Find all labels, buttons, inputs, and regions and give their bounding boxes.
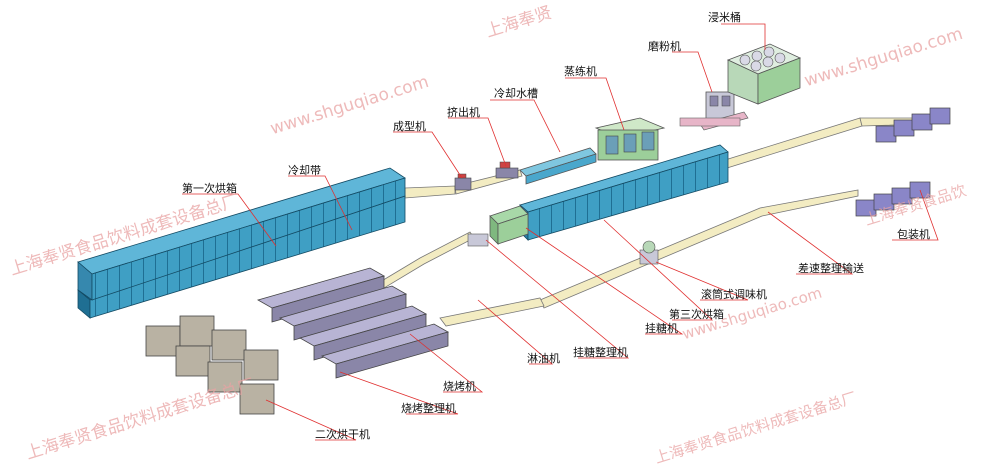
packing-machines-upper: [875, 107, 951, 143]
sugar-finishing-machine: [467, 233, 489, 247]
label-drum-seasoning: 滚筒式调味机: [701, 288, 767, 301]
label-oil-spray: 淋油机: [527, 352, 560, 365]
label-sugar-hanging: 挂糖机: [645, 322, 678, 335]
label-diff-speed-conveyor: 差速整理输送: [798, 262, 864, 275]
label-roaster: 烧烤机: [443, 380, 476, 393]
drum-seasoning-machine: [639, 240, 659, 265]
label-roast-finishing: 烧烤整理机: [401, 402, 456, 415]
label-grinder: 磨粉机: [648, 40, 681, 53]
label-first-oven: 第一次烘箱: [182, 182, 237, 195]
label-soak-bucket: 浸米桶: [708, 11, 741, 24]
roaster-machines: [256, 267, 450, 379]
steam-refiner: [594, 117, 666, 161]
label-second-dryer: 二次烘干机: [315, 428, 370, 441]
label-third-oven: 第三次烘箱: [669, 308, 724, 321]
label-sugar-finishing: 挂糖整理机: [573, 346, 628, 359]
label-steam-refiner: 蒸练机: [564, 65, 597, 78]
soak-bucket: [726, 43, 802, 105]
label-cooling-tank: 冷却水槽: [494, 87, 538, 100]
label-packing-machine: 包装机: [897, 228, 930, 241]
forming-machine: [454, 173, 472, 191]
second-dryers: [145, 315, 279, 415]
label-forming-machine: 成型机: [393, 120, 426, 133]
sugar-hanging-machine: [489, 205, 529, 245]
label-extruder: 挤出机: [447, 106, 480, 119]
grinder: [679, 91, 749, 131]
cooling-water-tank: [519, 147, 597, 185]
first-oven: [77, 167, 406, 319]
leader-lines: [182, 23, 939, 441]
label-cooling-belt: 冷却带: [288, 164, 321, 177]
extruder: [495, 161, 519, 179]
